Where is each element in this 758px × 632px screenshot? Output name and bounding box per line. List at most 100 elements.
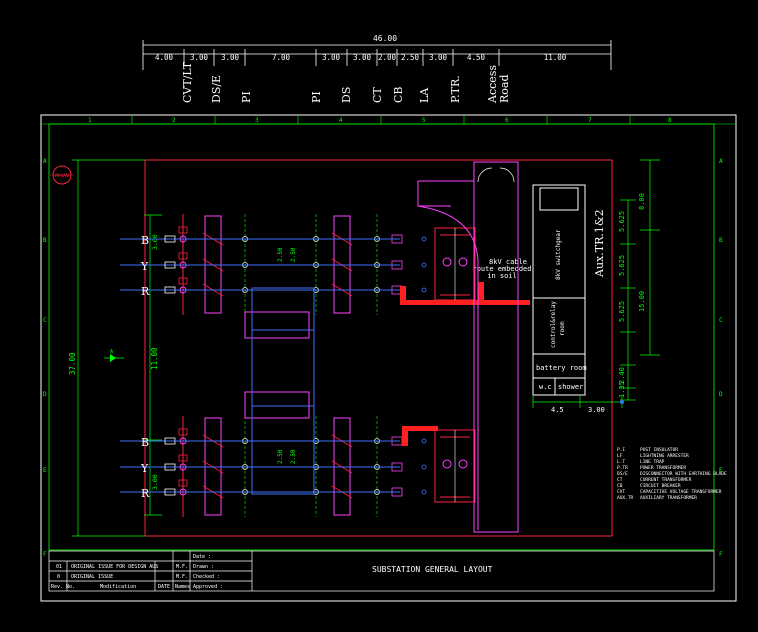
right-dim-5625-a: 5.625 [618,211,626,232]
legend: P.I POST INSULATOR LF LIGHTNING ARRESTER… [617,447,727,501]
building-dim-1: 4.5 [551,406,564,414]
aux-transformer-label: Aux.TR.1&2 [593,209,606,278]
right-dim-8: 8.00 [638,193,646,210]
grid-col-2: 2 [172,117,176,124]
battery-room-label: battery room [536,364,587,372]
dim-seg-1: 4.00 [155,53,174,62]
power-transformer-top [434,227,476,301]
overall-height-dimension: 37.00 [68,352,77,375]
phase-y-top: Y [140,260,149,273]
grid-col-8: 8 [668,117,672,124]
label-ct: CT [371,87,384,103]
right-dimension-labels: 8.00 5.625 5.625 5.625 15.00 2.40 1.35 [618,193,646,398]
la-0-1 [421,262,427,268]
incoming-phase-lines [120,238,175,493]
label-access: Access [486,65,499,104]
dim-seg-4: 7.00 [272,53,291,62]
legend-code-6: CT [617,477,623,483]
checked-initials: M.F. [176,574,188,580]
header-names: Names [175,584,190,590]
access-road [417,161,519,533]
building-dim-2: 3.00 [588,406,605,414]
label-cb: CB [392,87,405,104]
dimension-segment-labels: 4.00 3.00 3.00 7.00 3.00 3.00 2.00 2.50 … [155,53,567,62]
bottom-gap-dimension: 3.00 [151,474,159,490]
bay-spacing-bottom-2: 2.50 [290,449,297,464]
cable-note-line-3: in soil [487,272,517,280]
legend-code-7: CB [617,483,623,489]
phase-r-top: R [141,285,150,298]
control-room-label-1: control&relay [550,301,557,348]
dim-seg-7: 2.00 [378,53,397,62]
phase-b-bottom: B [141,436,149,449]
cvt-base-0-1 [178,252,188,260]
legend-code-9: AUX.TR [617,495,634,501]
legend-text-1: POST INSULATOR [640,447,678,453]
date-label: Date : [193,554,211,560]
grid-col-4: 4 [339,117,343,124]
cable-trench [400,282,530,446]
legend-code-3: L.T [617,459,625,465]
dim-seg-5: 3.00 [322,53,341,62]
grid-row-a-right: A [719,158,723,165]
phase-labels: B Y R B Y R [140,234,150,500]
grid-row-d-right: D [719,391,723,398]
legend-text-8: CAPACITIVE VOLTAGE TRANSFORMER [640,489,722,495]
rev-0-modification: ORIGINAL ISSUE [71,574,113,580]
section-marker-a-label: A [110,349,113,355]
legend-text-7: CIRCUIT BREAKER [640,483,681,489]
cvt-base-1-1 [178,454,188,462]
title-block [48,550,715,592]
cvt-base-1-2 [178,479,188,487]
label-ds-e: DS/E [210,75,223,103]
checked-label: Checked : [193,574,220,580]
right-dim-15: 15.00 [638,291,646,312]
bay-height-dimension: 11.00 [150,347,159,370]
grid-col-6: 6 [505,117,509,124]
drawn-initials: M.F. [176,564,188,570]
busbars [175,238,400,495]
right-dim-135: 1.35 [618,381,626,398]
la-0-0 [421,236,427,242]
cable-route-note: 8kV cable route embedded in soil [472,258,531,280]
label-pi-1: PI [240,91,253,103]
grid-row-c-right: C [719,317,723,324]
right-dim-240: 2.40 [618,367,626,384]
grid-row-e-right: E [719,467,723,474]
grid-row-c-left: C [43,317,47,324]
header-date: DATE [158,584,170,590]
legend-code-5: DS/E [617,471,628,477]
grid-row-a-left: A [43,158,47,165]
shower-label: shower [558,383,583,391]
right-dim-5625-b: 5.625 [618,255,626,276]
bay-spacing-bottom-1: 2.50 [277,449,284,464]
power-transformer-bottom [434,429,476,503]
control-room-label-2: room [559,321,566,336]
label-ds: DS [340,87,353,103]
top-gap-dimension: 3.00 [151,234,159,250]
la-1-1 [421,464,427,470]
dim-seg-9: 3.00 [429,53,448,62]
grid-row-b-right: B [719,237,723,244]
cvt-base-0-0 [178,226,188,234]
bus-disconnector-lower [244,391,310,419]
legend-code-1: P.I [617,447,625,453]
grid-row-markers: A B C D E F A B C D E F [43,158,723,558]
bay-spacing-top-1: 2.50 [277,247,284,262]
dim-seg-11: 11.00 [544,53,567,62]
cable-note-line-1: 8kV cable [489,258,527,266]
right-dimension-chain [620,159,660,401]
grid-col-7: 7 [588,117,592,124]
dim-seg-6: 3.00 [353,53,372,62]
rev-01-modification: ORIGINAL ISSUE FOR DESIGN AUS [71,564,158,570]
label-la: LA [418,87,431,103]
legend-text-3: LINE TRAP [640,459,665,465]
la-1-0 [421,438,427,444]
label-pi-2: PI [310,91,323,103]
grid-row-f-left: F [43,551,47,558]
legend-text-6: CURRENT TRANSFORMER [640,477,692,483]
legend-code-2: LF [617,453,623,459]
grid-row-b-left: B [43,237,47,244]
drawing-title: SUBSTATION GENERAL LAYOUT [372,565,493,574]
